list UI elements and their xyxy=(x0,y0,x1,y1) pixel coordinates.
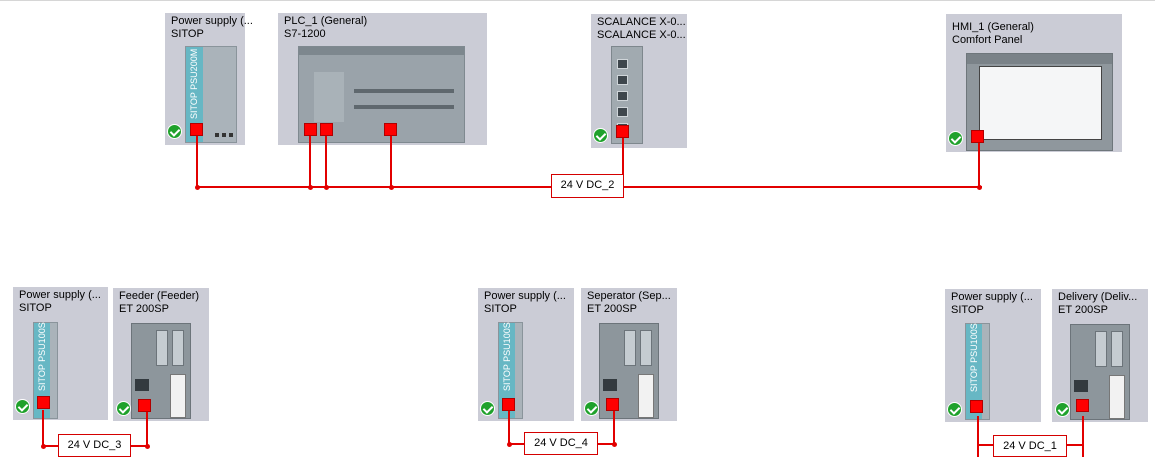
psu-module-label: SITOP PSU200M xyxy=(189,48,199,119)
canvas-top-border xyxy=(0,0,1155,1)
power-wire xyxy=(1066,444,1083,446)
power-wire xyxy=(977,416,979,457)
power-port-icon[interactable] xyxy=(384,123,397,136)
device-name: Delivery (Deliv... xyxy=(1058,291,1138,303)
power-wire xyxy=(978,143,980,187)
status-ok-icon xyxy=(167,124,182,139)
device-type: SITOP xyxy=(171,28,204,40)
psu-module-label: SITOP PSU100S xyxy=(37,322,47,391)
power-wire xyxy=(42,410,44,446)
power-port-icon[interactable] xyxy=(971,130,984,143)
device-scalance[interactable]: SCALANCE X-0... SCALANCE X-0... xyxy=(591,14,687,148)
network-label[interactable]: 24 V DC_2 xyxy=(551,174,624,198)
hmi-screen xyxy=(979,66,1102,140)
device-psu-top[interactable]: Power supply (... SITOP SITOP PSU200M xyxy=(165,13,253,145)
device-name: Seperator (Sep... xyxy=(587,290,671,302)
status-ok-icon xyxy=(1055,402,1070,417)
power-wire xyxy=(977,444,994,446)
device-hmi[interactable]: HMI_1 (General) Comfort Panel xyxy=(946,14,1122,152)
power-port-icon[interactable] xyxy=(304,123,317,136)
power-port-icon[interactable] xyxy=(502,398,515,411)
status-ok-icon xyxy=(480,401,495,416)
power-wire xyxy=(196,136,198,187)
power-port-icon[interactable] xyxy=(606,398,619,411)
device-name: Power supply (... xyxy=(484,290,566,302)
power-wire xyxy=(622,138,624,175)
power-wire xyxy=(146,412,148,446)
device-feeder[interactable]: Feeder (Feeder) ET 200SP xyxy=(113,288,209,421)
power-port-icon[interactable] xyxy=(320,123,333,136)
power-wire xyxy=(325,136,327,187)
device-type: ET 200SP xyxy=(587,303,637,315)
plc-module-image xyxy=(298,46,465,143)
device-name: Power supply (... xyxy=(19,289,101,301)
status-ok-icon xyxy=(584,401,599,416)
device-name: HMI_1 (General) xyxy=(952,21,1034,33)
psu-module-label: SITOP PSU100S xyxy=(502,322,512,391)
network-label[interactable]: 24 V DC_4 xyxy=(524,432,598,455)
status-ok-icon xyxy=(116,401,131,416)
device-name: Power supply (... xyxy=(951,291,1033,303)
device-type: SITOP xyxy=(484,303,517,315)
device-type: SCALANCE X-0... xyxy=(597,29,686,41)
status-ok-icon xyxy=(593,128,608,143)
device-plc[interactable]: PLC_1 (General) S7-1200 xyxy=(278,13,487,145)
power-port-icon[interactable] xyxy=(616,125,629,138)
power-wire xyxy=(1082,416,1084,457)
network-label[interactable]: 24 V DC_1 xyxy=(993,435,1067,457)
device-psu-delivery[interactable]: Power supply (... SITOP SITOP PSU100S xyxy=(945,289,1041,422)
status-ok-icon xyxy=(948,131,963,146)
power-port-icon[interactable] xyxy=(1076,399,1089,412)
power-port-icon[interactable] xyxy=(37,396,50,409)
device-type: ET 200SP xyxy=(1058,304,1108,316)
psu-module-image: SITOP PSU100S xyxy=(965,323,990,420)
device-name: Feeder (Feeder) xyxy=(119,290,200,302)
hmi-panel-image xyxy=(966,53,1113,151)
device-seperator[interactable]: Seperator (Sep... ET 200SP xyxy=(581,288,677,421)
device-type: SITOP xyxy=(19,302,52,314)
status-ok-icon xyxy=(947,402,962,417)
et200sp-module-image xyxy=(131,323,191,419)
power-port-icon[interactable] xyxy=(970,400,983,413)
psu-module-label: SITOP PSU100S xyxy=(969,323,979,392)
power-port-icon[interactable] xyxy=(190,123,203,136)
device-name: SCALANCE X-0... xyxy=(597,16,686,28)
network-label[interactable]: 24 V DC_3 xyxy=(58,434,131,457)
device-type: Comfort Panel xyxy=(952,34,1023,46)
power-wire xyxy=(390,136,392,187)
device-type: SITOP xyxy=(951,304,984,316)
power-wire xyxy=(508,411,510,444)
device-name: PLC_1 (General) xyxy=(284,15,368,27)
device-type: S7-1200 xyxy=(284,28,326,40)
device-psu-seperator[interactable]: Power supply (... SITOP SITOP PSU100S xyxy=(478,288,574,421)
device-delivery[interactable]: Delivery (Deliv... ET 200SP xyxy=(1052,289,1148,422)
power-wire xyxy=(613,411,615,444)
device-type: ET 200SP xyxy=(119,303,169,315)
device-name: Power supply (... xyxy=(171,15,253,27)
power-port-icon[interactable] xyxy=(138,399,151,412)
power-wire xyxy=(309,136,311,187)
status-ok-icon xyxy=(15,399,30,414)
device-psu-feeder[interactable]: Power supply (... SITOP SITOP PSU100S xyxy=(13,287,108,420)
